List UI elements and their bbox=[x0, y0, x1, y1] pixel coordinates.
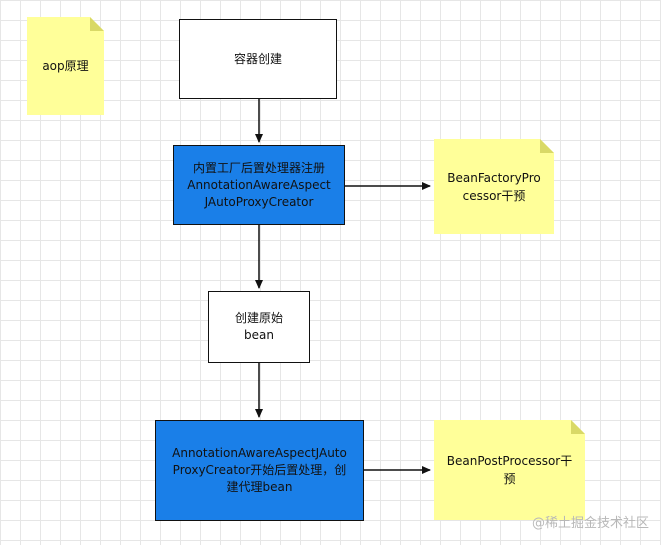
node-create-container-label: 容器创建 bbox=[233, 51, 282, 66]
note-aop: aop原理 bbox=[27, 17, 104, 115]
node-post-process-label: AnnotationAwareAspectJAuto ProxyCreator开… bbox=[172, 446, 347, 494]
watermark: @稀土掘金技术社区 bbox=[531, 516, 649, 531]
note-aop-text: aop原理 bbox=[42, 59, 89, 73]
node-post-process: AnnotationAwareAspectJAuto ProxyCreator开… bbox=[155, 420, 364, 521]
note-factory-processor-text: BeanFactoryPro cessor干预 bbox=[447, 170, 541, 203]
note-post-processor-text: BeanPostProcessor干 预 bbox=[446, 454, 573, 486]
node-create-bean-label: 创建原始 bean bbox=[234, 311, 283, 342]
note-post-processor: BeanPostProcessor干 预 bbox=[434, 420, 585, 520]
note-factory-processor: BeanFactoryPro cessor干预 bbox=[434, 139, 554, 234]
node-create-bean: 创建原始 bean bbox=[208, 291, 310, 363]
node-create-container: 容器创建 bbox=[179, 19, 337, 99]
node-register-creator-label: 内置工厂后置处理器注册 AnnotationAwareAspect JAutoP… bbox=[187, 160, 331, 209]
node-register-creator: 内置工厂后置处理器注册 AnnotationAwareAspect JAutoP… bbox=[173, 145, 345, 225]
